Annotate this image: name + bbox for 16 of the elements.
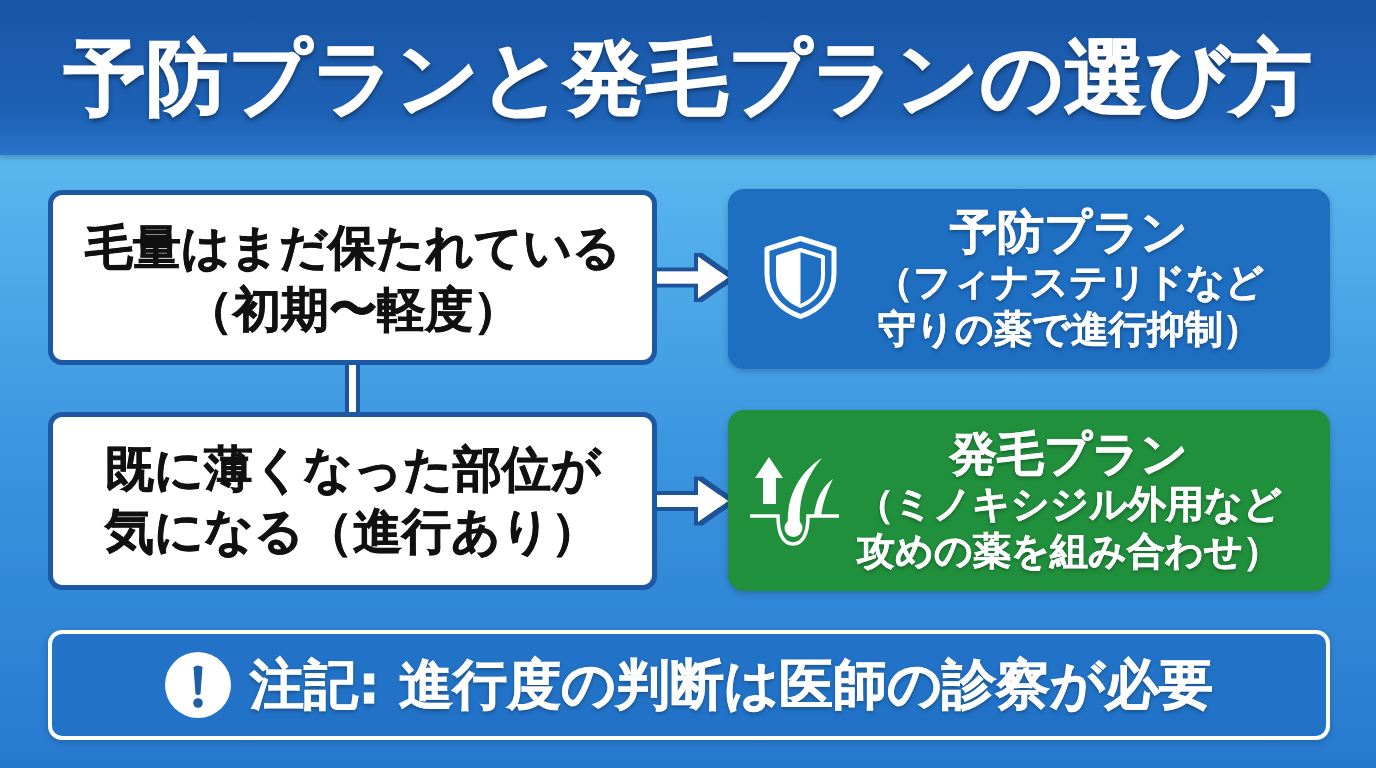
- note-box: [48, 630, 1330, 740]
- arrow: [657, 256, 728, 299]
- plan-heading: 予防プラン: [950, 205, 1188, 259]
- plan-description: （フィナステリドなど守りの薬で進行抑制）: [873, 259, 1265, 353]
- note-text: 注記: 進行度の判断は医師の診察が必要: [250, 653, 1213, 717]
- title: 予防プランと発毛プランの選び方: [64, 28, 1312, 127]
- plan-heading: 発毛プラン: [950, 426, 1188, 481]
- condition-box: [48, 412, 657, 590]
- connector-line: [349, 365, 356, 412]
- condition-text: 毛量はまだ保たれている（初期〜軽度）: [83, 217, 622, 339]
- plan-box: [728, 410, 1330, 591]
- plan-box: [728, 189, 1330, 369]
- condition-text: 既に薄くなった部位が気になる（進行あり）: [103, 440, 603, 562]
- arrow: [657, 480, 728, 522]
- plan-description: （ミノキシジル外用など攻めの薬を組み合わせ）: [855, 480, 1283, 575]
- condition-box: [48, 190, 657, 365]
